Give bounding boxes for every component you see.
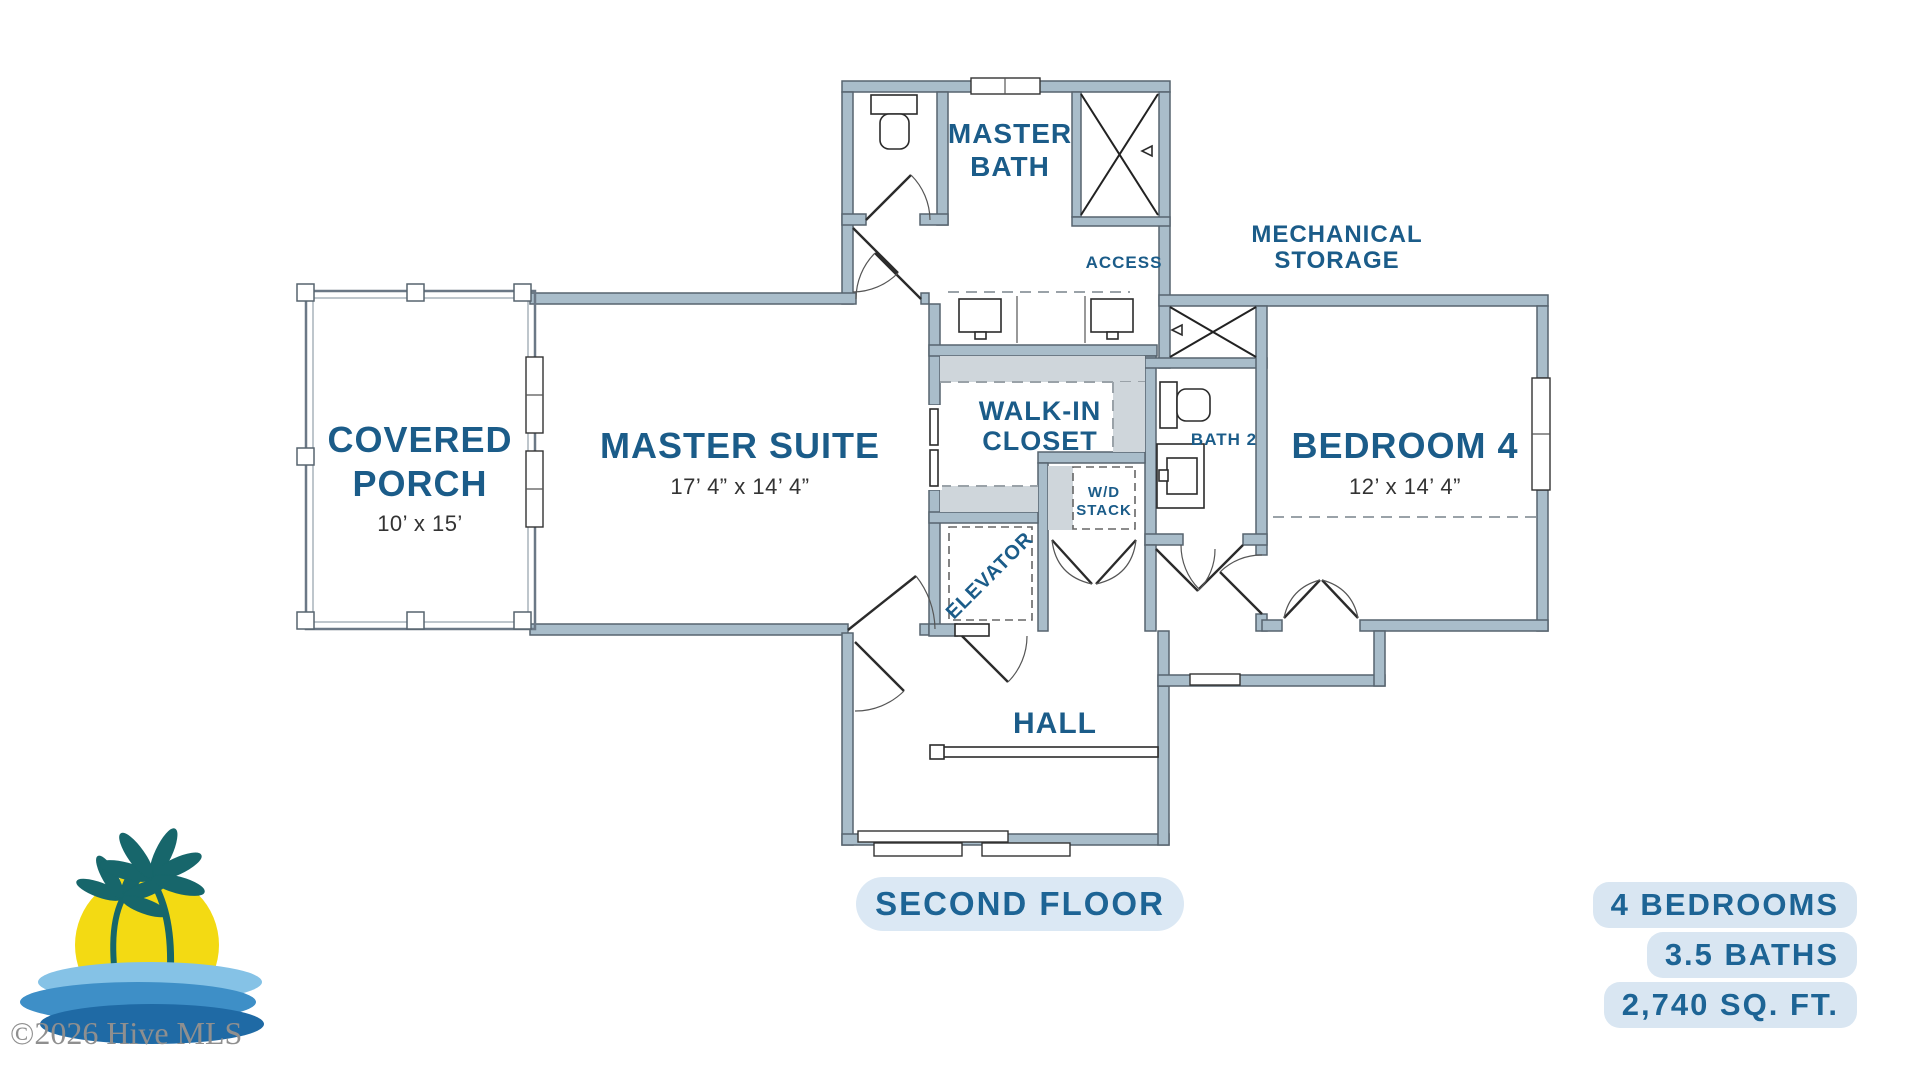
- covered-porch-label-line1: COVERED: [327, 419, 512, 460]
- toilet-icon: [870, 94, 918, 150]
- room-hall: HALL: [854, 641, 1159, 857]
- closet-shelf: [940, 486, 1038, 512]
- master-suite-label: MASTER SUITE: [600, 425, 880, 466]
- room-covered-porch: COVERED PORCH 10’ x 15’: [296, 283, 537, 631]
- sink-icon: [958, 298, 1002, 340]
- porch-posts: [296, 283, 532, 630]
- door-bedroom-closet-bifold: [1283, 579, 1359, 619]
- walk-in-closet-label-line2: CLOSET: [982, 426, 1098, 456]
- shower-door-marker: [1140, 144, 1153, 158]
- bedroom-4-label: BEDROOM 4: [1291, 425, 1518, 466]
- covered-porch-label-line2: PORCH: [352, 463, 487, 504]
- porch-wall-inner-line: [312, 297, 529, 623]
- window: [1189, 673, 1241, 686]
- elevator-box: [948, 526, 1033, 621]
- toilet-icon: [1159, 381, 1211, 429]
- bath-2-label: BATH 2: [1191, 430, 1257, 449]
- room-master-suite: MASTER SUITE 17’ 4” x 14’ 4”: [525, 356, 936, 631]
- room-master-bath: MASTER BATH ACCESS: [852, 77, 1163, 343]
- closet-shelf: [940, 356, 1145, 382]
- hall-windows: [857, 830, 1071, 857]
- closet-shelf: [1113, 382, 1145, 452]
- walls: [529, 80, 1549, 846]
- walk-in-closet-label-line1: WALK-IN: [979, 396, 1101, 426]
- double-vanity: [948, 291, 1134, 343]
- shower-icon: [1080, 93, 1159, 216]
- porch-wall-outline: [304, 289, 537, 631]
- stat-square-feet: 2,740 SQ. FT.: [1603, 982, 1857, 1028]
- access-label: ACCESS: [1086, 253, 1163, 272]
- door-elevator: [954, 623, 1028, 683]
- hall-label: HALL: [1013, 707, 1097, 740]
- mechanical-storage-label-line1: MECHANICAL: [1251, 221, 1422, 248]
- mechanical-access-hatch: [1169, 306, 1257, 358]
- wd-stack: W/D STACK: [1048, 466, 1137, 585]
- floor-name-badge: SECOND FLOOR: [856, 877, 1184, 931]
- floor-name-label: SECOND FLOOR: [875, 885, 1165, 922]
- mls-watermark: ©2026 Hive MLS: [10, 1015, 242, 1051]
- room-walk-in-closet: WALK-IN CLOSET: [927, 356, 1145, 512]
- master-suite-dimensions: 17’ 4” x 14’ 4”: [670, 474, 809, 499]
- door-water-closet: [865, 174, 931, 221]
- door-bedroom-4: [1219, 554, 1263, 615]
- elevator: ELEVATOR: [942, 526, 1038, 683]
- room-bedroom-4: BEDROOM 4 12’ x 14’ 4”: [1155, 377, 1551, 686]
- listing-stats: 4 BEDROOMS 3.5 BATHS 2,740 SQ. FT.: [1592, 882, 1857, 1028]
- mechanical-storage: MECHANICAL STORAGE: [1169, 221, 1422, 358]
- mechanical-storage-label-line2: STORAGE: [1274, 247, 1399, 274]
- waves-icon: [20, 962, 264, 1044]
- door-hall-corridor: [1155, 548, 1216, 592]
- door-master-suite: [847, 575, 936, 631]
- stat-baths: 3.5 BATHS: [1646, 932, 1857, 978]
- stat-bedrooms: 4 BEDROOMS: [1592, 882, 1857, 928]
- wd-stack-box: [1072, 466, 1136, 530]
- sink-icon: [1156, 443, 1205, 509]
- door-hall: [854, 641, 905, 712]
- covered-porch-dimensions: 10’ x 15’: [377, 511, 463, 536]
- room-bath-2: BATH 2: [1156, 381, 1257, 590]
- master-bath-label-line1: MASTER: [948, 118, 1072, 149]
- wd-stack-label-line1: W/D: [1088, 484, 1120, 501]
- master-bath-label-line2: BATH: [970, 151, 1050, 182]
- closet-opening: [927, 405, 942, 490]
- sink-icon: [1090, 298, 1134, 340]
- stair-railing: [929, 744, 1159, 760]
- brand-logo: ©2026 Hive MLS: [10, 828, 264, 1051]
- wd-stack-label-line2: STACK: [1076, 502, 1132, 519]
- bedroom-4-dimensions: 12’ x 14’ 4”: [1349, 474, 1461, 499]
- door-bath-entry: [852, 227, 922, 300]
- door-wd-bifold: [1051, 539, 1137, 585]
